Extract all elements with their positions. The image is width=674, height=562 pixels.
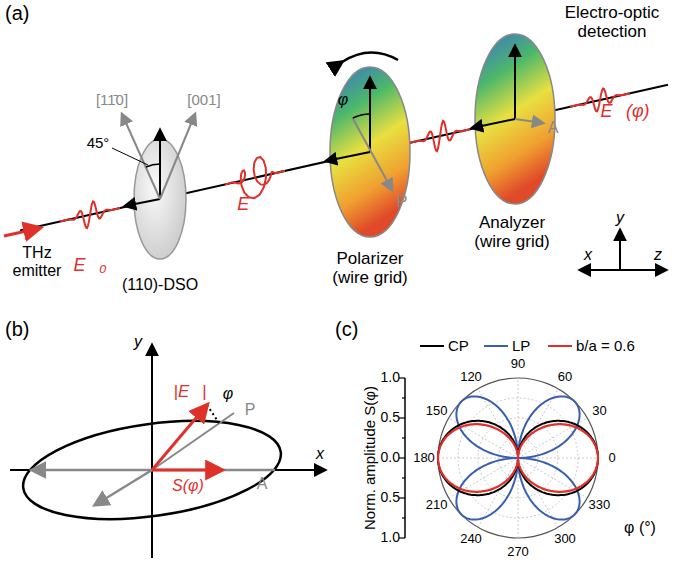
panel-letter: (c) <box>335 318 358 340</box>
angle-label: 45° <box>87 135 110 152</box>
analyzer-axis <box>32 469 152 472</box>
component-label: Polarizer (wire grid) <box>320 250 420 287</box>
y-axis <box>151 345 153 558</box>
analyzer-disc <box>475 34 555 204</box>
axis-label: [001] <box>187 92 220 109</box>
crystal-axis <box>122 114 160 199</box>
axis-label: A <box>548 119 559 137</box>
axis-arrow <box>620 269 666 271</box>
axis-label: y <box>616 209 624 227</box>
field-label: E⃗ <box>237 195 263 215</box>
axis-tick <box>402 517 405 518</box>
thz-pulse <box>410 121 470 151</box>
component-label: Analyzer (wire grid) <box>462 214 562 251</box>
emitter-arrow <box>4 228 40 236</box>
angle-tick: 210 <box>426 498 448 512</box>
field-label: E⃗₀ <box>73 256 106 276</box>
angle-tick: 150 <box>426 404 448 418</box>
rotation-arrow <box>342 52 398 62</box>
tick-label: 0.5 <box>381 490 400 505</box>
legend-line <box>548 345 572 347</box>
axis-label: P <box>397 193 408 211</box>
axis-title: φ (°) <box>624 519 656 537</box>
angle-tick: 120 <box>460 369 482 383</box>
projection-line <box>207 405 219 423</box>
component-label: (110)-DSO <box>122 276 198 294</box>
axis-label: P <box>245 401 256 419</box>
angle-tick: 270 <box>507 545 529 559</box>
axis-arrow <box>125 199 160 206</box>
tick-label: 1.0 <box>381 370 400 385</box>
axis-title: Norm. amplitude S(φ) <box>362 386 379 530</box>
axis-label: z <box>654 246 662 264</box>
legend-line <box>484 345 508 347</box>
axis-label: y <box>134 333 142 351</box>
field-label: E⃗(φ) <box>600 102 649 122</box>
axis-arrow <box>619 230 621 270</box>
tick-label: 0.0 <box>381 450 400 465</box>
angle-label: φ <box>223 385 233 403</box>
field-arrow <box>95 470 152 505</box>
angle-tick: 30 <box>592 404 606 418</box>
axis-tick <box>402 397 405 398</box>
thz-pulse <box>60 201 120 228</box>
angle-arc <box>353 114 370 118</box>
angle-label: φ <box>338 91 348 109</box>
axis-tick <box>402 477 405 478</box>
thz-pulse <box>225 157 285 198</box>
angle-arc <box>146 164 160 167</box>
legend-text: b/a = 0.6 <box>576 338 635 355</box>
tick-label: 1.0 <box>381 530 400 545</box>
angle-tick: 0 <box>608 451 615 465</box>
panel-letter: (b) <box>5 318 29 340</box>
legend-line <box>420 345 444 347</box>
axis-label: x <box>316 445 324 463</box>
axis-arrow <box>580 269 620 271</box>
axis-label: x <box>584 246 592 264</box>
axis-arrow <box>326 152 370 161</box>
angle-tick: 180 <box>413 451 435 465</box>
axis-label: [11̄0] <box>96 92 128 109</box>
angle-tick: 330 <box>589 498 611 512</box>
polar-grid <box>438 378 598 538</box>
axis-label: A <box>257 475 268 493</box>
leader-line <box>112 148 148 165</box>
angle-tick: 60 <box>558 369 572 383</box>
analyzer-axis <box>515 119 543 123</box>
field-vector <box>152 405 207 470</box>
projection-vector <box>152 469 222 472</box>
component-label: THz emitter <box>0 244 74 279</box>
projection-label: S(φ) <box>172 477 204 495</box>
polar-plot <box>399 378 598 538</box>
polar-curve <box>438 424 598 492</box>
axis-arrow <box>472 119 515 128</box>
analyzer-axis <box>152 469 275 472</box>
crystal-axis <box>160 114 195 199</box>
axis-arrow <box>369 78 371 152</box>
axis-tick <box>402 437 405 438</box>
angle-tick: 300 <box>554 532 576 546</box>
polar-curve <box>438 421 598 495</box>
legend-text: CP <box>448 338 469 355</box>
polarizer-axis <box>352 117 392 190</box>
tick-label: 0.5 <box>381 410 400 425</box>
angle-tick: 240 <box>460 532 482 546</box>
component-label: Electro-optic detection <box>556 4 668 41</box>
angle-tick: 90 <box>511 357 525 371</box>
thz-pulses <box>60 89 630 229</box>
panel-letter: (a) <box>5 2 29 24</box>
legend-text: LP <box>512 338 530 355</box>
axis-arrow <box>514 46 516 119</box>
x-axis <box>10 469 325 471</box>
field-label: |E⃗| <box>174 383 207 402</box>
